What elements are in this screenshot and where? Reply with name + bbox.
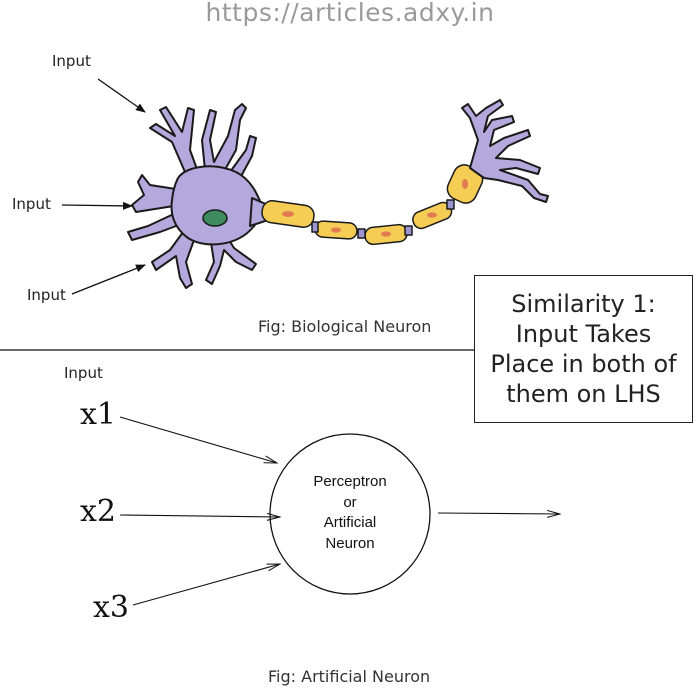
ann-input-heading: Input [64, 364, 103, 382]
ann-input-arrow-1 [119, 416, 277, 463]
ann-input-arrows [119, 416, 280, 606]
bio-input-arrow-3 [71, 264, 146, 295]
bio-input-arrow-2 [61, 201, 133, 210]
similarity-line-2: Input Takes [515, 320, 652, 348]
perceptron-line-3: Artificial [323, 514, 377, 531]
ann-input-arrow-3 [132, 563, 280, 606]
watermark: https://articles.adxy.in [205, 0, 495, 27]
similarity-box: Similarity 1: Input Takes Place in both … [474, 275, 693, 423]
similarity-line-3: Place in both of [490, 350, 677, 378]
ann-caption: Fig: Artificial Neuron [268, 667, 431, 686]
nucleus [202, 209, 228, 227]
bio-input-arrow-1 [97, 78, 146, 113]
bio-input-label-2: Input [12, 195, 51, 213]
similarity-line-4: them on LHS [506, 380, 661, 408]
biological-neuron [127, 99, 549, 289]
axon-terminals [461, 99, 549, 203]
sheath-nuclei [282, 179, 468, 237]
bio-caption: Fig: Biological Neuron [258, 317, 432, 336]
ann-input-x3: x3 [93, 590, 130, 625]
bio-input-arrows [61, 78, 146, 295]
ann-input-arrow-2 [119, 515, 280, 517]
bio-input-label-3: Input [27, 286, 66, 304]
perceptron-line-1: Perceptron [313, 473, 387, 490]
perceptron-line-4: Neuron [325, 534, 375, 552]
myelin-sheath [261, 164, 484, 246]
bio-input-label-1: Input [52, 52, 91, 70]
soma [170, 165, 263, 246]
perceptron-label: Perceptron or Artificial Neuron [272, 472, 428, 554]
perceptron-line-2: or [343, 493, 357, 511]
dendrites [127, 103, 257, 289]
ann-input-x2: x2 [80, 494, 117, 529]
ann-output-arrow [437, 513, 560, 514]
similarity-line-1: Similarity 1: [511, 290, 656, 318]
ann-input-x1: x1 [80, 397, 117, 432]
